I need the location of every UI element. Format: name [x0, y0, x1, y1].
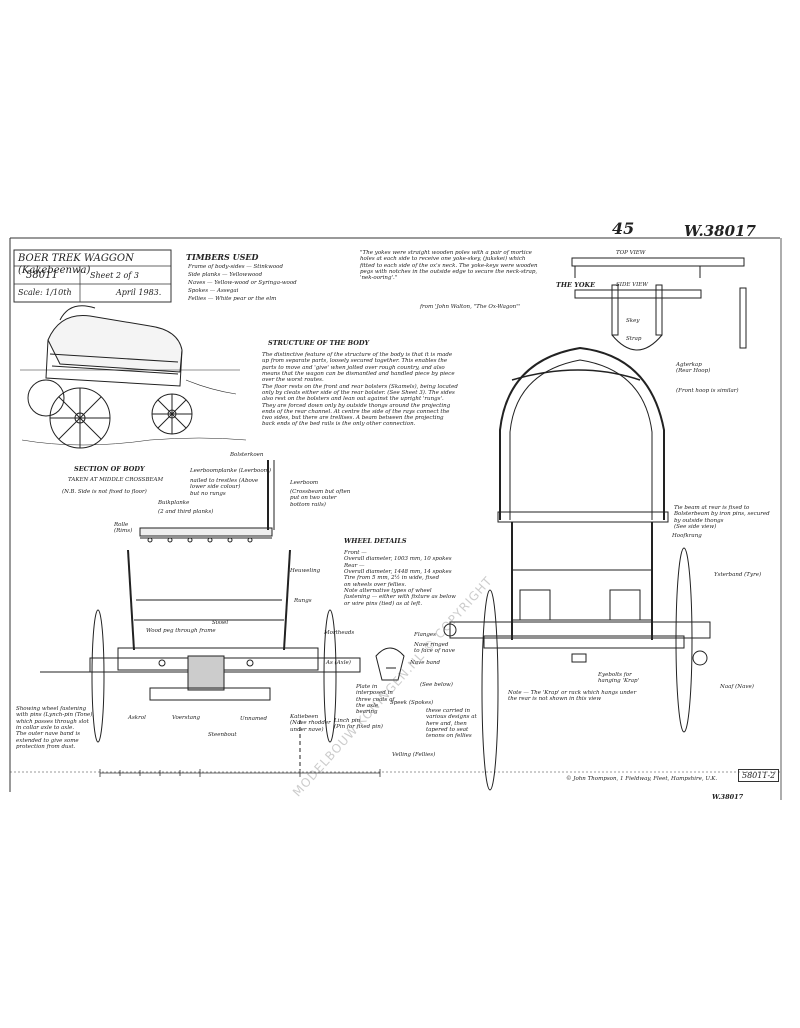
- label-hoofkrang: Hoofkrang: [672, 533, 702, 539]
- quote-source: from 'John Walton, "The Ox-Wagon"': [420, 304, 521, 310]
- wheel-details-heading: WHEEL DETAILS: [344, 537, 407, 545]
- label-ysterband: Ysterband (Tyre): [714, 572, 762, 578]
- strap-label: Strap: [626, 336, 642, 342]
- label-buikplanke-note: (2 and third planks): [158, 509, 214, 515]
- scale-label: Scale: 1/10th: [18, 288, 72, 297]
- flange-detail: [375, 647, 405, 681]
- section-subheading: TAKEN AT MIDDLE CROSSBEAM: [68, 477, 164, 483]
- yoke-quote: "The yokes were straight wooden poles wi…: [360, 250, 538, 282]
- drawing-number: 58011: [26, 270, 58, 281]
- label-rungs: Rungs: [294, 598, 312, 604]
- note-krap: Note — The 'Krap' or rack which hangs un…: [508, 690, 637, 703]
- timbers-line-2: Side planks — Yellowwood: [188, 272, 263, 278]
- section-note: (N.B. Side is not fixed to floor): [62, 489, 147, 495]
- label-leerboom: Leerboom: [290, 480, 319, 486]
- label-katiebeen: Katiebeen (Nave rhodder under nave): [290, 714, 331, 733]
- label-naaf: Naaf (Nave): [720, 684, 754, 690]
- timbers-line-1: Frame of body-sides — Stinkwood: [188, 264, 283, 270]
- label-rolle: Rolle (Rims): [114, 522, 133, 535]
- handwritten-reference: W.38017: [684, 222, 756, 240]
- label-flanges: Flanges: [414, 632, 436, 638]
- label-linch-pin: Linch pin (Pin for fixed pin): [334, 718, 383, 731]
- section-heading: SECTION OF BODY: [74, 465, 145, 473]
- label-see-below: (See below): [420, 682, 453, 688]
- skey-label: Skey: [626, 318, 640, 324]
- drawing-title: BOER TREK WAGGON (Kakebeenwa): [18, 253, 134, 276]
- drawing-sheet-number: 58011-2: [738, 769, 780, 783]
- bottom-reference: W.38017: [712, 793, 744, 801]
- label-nave-band: Nave band: [410, 660, 441, 666]
- frame-end-view: [40, 549, 361, 770]
- frame: [9, 237, 782, 800]
- label-plate: Plate in interposed in three coats of th…: [356, 684, 395, 716]
- label-agterkap: Agterkap (Rear Hoop): [676, 362, 711, 375]
- timbers-line-3: Naves — Yellow-wood or Syringa-wood: [188, 280, 297, 286]
- label-crossbeam-note: (Crossbeam but often put on two outer bo…: [290, 489, 351, 508]
- label-askrol: Askrol: [128, 715, 146, 721]
- label-buikplanke: Buikplanke: [158, 500, 190, 506]
- structure-text: The distinctive feature of the structure…: [262, 352, 458, 428]
- yoke-heading: THE YOKE: [556, 281, 596, 289]
- label-spoek: Speek (Spokes): [390, 700, 434, 706]
- wagon-sketch: [20, 305, 247, 449]
- date-label: April 1983.: [116, 288, 162, 297]
- rear-view: [443, 346, 711, 791]
- body-section: [139, 460, 275, 543]
- label-tie-beam: Tie beam at rear is fixed to Bolsterbeam…: [674, 505, 770, 530]
- yoke-top-view-label: TOP VIEW: [616, 250, 646, 256]
- label-steenbout: Steenbout: [208, 732, 237, 738]
- label-mortheads: Mortheads: [324, 630, 355, 636]
- label-axle: As (Axle): [326, 660, 351, 666]
- timbers-line-5: Fellies — White pear or the elm: [188, 296, 277, 302]
- handwritten-number: 45: [612, 219, 634, 238]
- timbers-line-4: Spokes — Assegai: [188, 288, 239, 294]
- label-voerstang: Voerstang: [172, 715, 201, 721]
- wheel-details-text: Front — Overall diameter, 1003 mm, 10 sp…: [344, 550, 456, 607]
- timbers-heading: TIMBERS USED: [186, 252, 259, 262]
- label-bolsterkoen: Bolsterkoen: [230, 452, 264, 458]
- label-sissel: Sissel: [212, 620, 229, 626]
- structure-heading: STRUCTURE OF THE BODY: [268, 339, 370, 347]
- label-front-hoop: (Front hoop is similar): [676, 388, 739, 394]
- label-wheel-fastening: Showing wheel fastening with pins (Lynch…: [16, 706, 95, 750]
- sheet-label: Sheet 2 of 3: [90, 271, 139, 280]
- label-unnamed: Unnamed: [240, 716, 267, 722]
- scale-bar: [99, 769, 381, 777]
- yoke-drawing: [571, 257, 747, 351]
- label-wiring: Nave ringed to face of nave: [414, 642, 455, 655]
- label-spoek-note: these carried in various designs at here…: [426, 708, 477, 740]
- label-wood-peg: Wood peg through frame: [146, 628, 216, 634]
- label-velling: Velling (Fellies): [392, 752, 436, 758]
- label-heuweling: Heuweling: [290, 568, 321, 574]
- label-leerboomplanke-note: nailed to trestles (Above lower side col…: [190, 478, 259, 497]
- label-eyebolts: Eyebolts for hanging 'Krap': [598, 672, 640, 685]
- label-leerboomplanke: Leerboomplanke (Leerboom): [190, 468, 272, 474]
- copyright: © John Thompson, 1 Fieldway, Fleet, Hamp…: [566, 776, 718, 782]
- yoke-side-view-label: SIDE VIEW: [616, 282, 648, 288]
